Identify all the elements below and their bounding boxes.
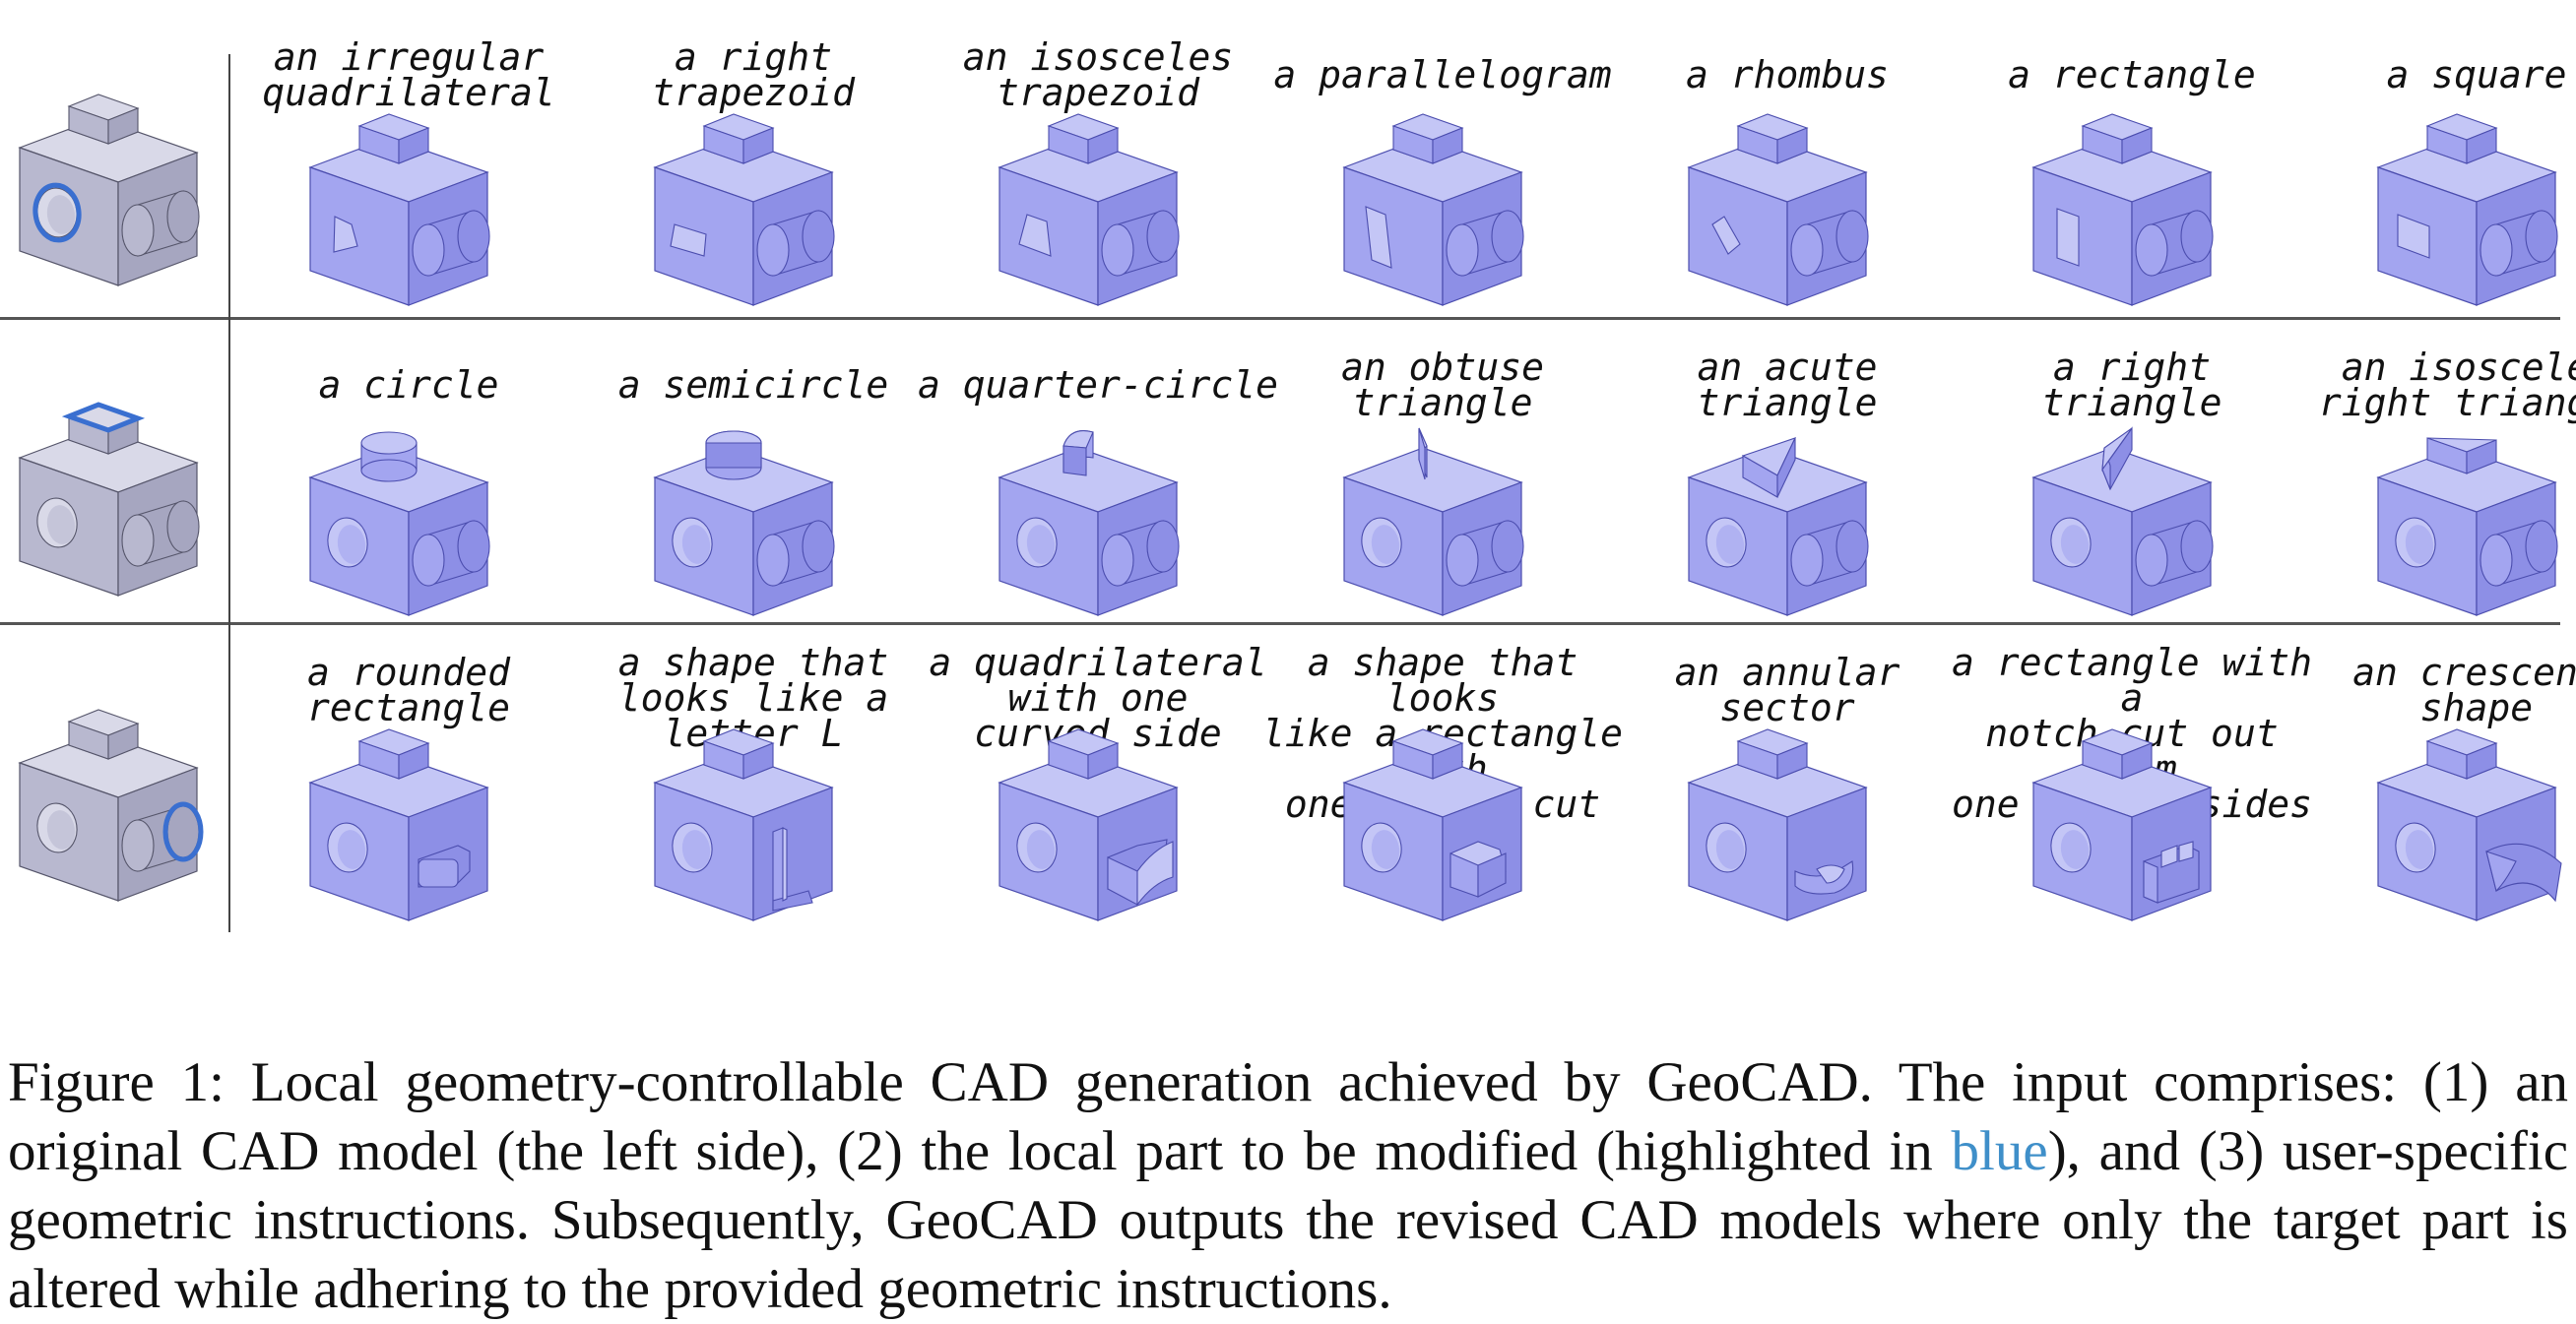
row-divider (0, 317, 2560, 320)
instruction-label: a quarter-circle (917, 363, 1279, 407)
figure: an irregular quadrilateral a right trapez… (0, 35, 2576, 954)
instruction-label: a right triangle (2041, 346, 2222, 424)
instruction-label: a semicircle (617, 363, 889, 407)
output-cad-model (290, 724, 527, 954)
output-cad-model (1669, 108, 1905, 339)
output-cad-model (2358, 724, 2576, 954)
caption-highlight-word: blue (1951, 1120, 2048, 1182)
instruction-label: a right trapezoid (652, 35, 855, 114)
caption-text-1: Figure 1: Local geometry-controllable CA… (8, 1051, 2568, 1182)
output-cad-model (635, 108, 871, 339)
input-cad-model (0, 704, 236, 934)
instruction-label: an acute triangle (1697, 346, 1878, 424)
instruction-label: an irregular quadrilateral (262, 35, 555, 114)
instruction-label: a circle (318, 363, 499, 407)
instruction-label: a parallelogram (1273, 53, 1612, 96)
instruction-label: a square (2386, 53, 2567, 96)
instruction-label: a shape that looks like a letter L (617, 641, 889, 755)
output-cad-model (2358, 418, 2576, 649)
output-cad-model (1324, 108, 1561, 339)
input-column-divider (228, 54, 230, 932)
instruction-label: an crescent shape (2352, 651, 2576, 729)
output-cad-model (2014, 724, 2250, 954)
output-cad-model (290, 418, 527, 649)
instruction-label: a rounded rectangle (307, 651, 510, 729)
output-cad-model (2014, 108, 2250, 339)
output-cad-model (1669, 418, 1905, 649)
output-cad-model (980, 418, 1216, 649)
output-cad-model (980, 108, 1216, 339)
output-cad-model (635, 418, 871, 649)
output-cad-model (290, 108, 527, 339)
figure-caption: Figure 1: Local geometry-controllable CA… (8, 1048, 2568, 1324)
input-cad-model (0, 89, 236, 319)
input-cad-model (0, 399, 236, 629)
output-cad-model (980, 724, 1216, 954)
instruction-label: an annular sector (1674, 651, 1900, 729)
instruction-label: a rhombus (1686, 53, 1889, 96)
row-divider (0, 622, 2560, 625)
instruction-label: a rectangle (2008, 53, 2256, 96)
output-cad-model (1669, 724, 1905, 954)
output-cad-model (2358, 108, 2576, 339)
instruction-label: an obtuse triangle (1341, 346, 1544, 424)
instruction-label: an isosceles trapezoid (962, 35, 1234, 114)
output-cad-model (2014, 418, 2250, 649)
output-cad-model (635, 724, 871, 954)
instruction-label: an isosceles right triangle (2318, 346, 2576, 424)
output-cad-model (1324, 418, 1561, 649)
output-cad-model (1324, 724, 1561, 954)
